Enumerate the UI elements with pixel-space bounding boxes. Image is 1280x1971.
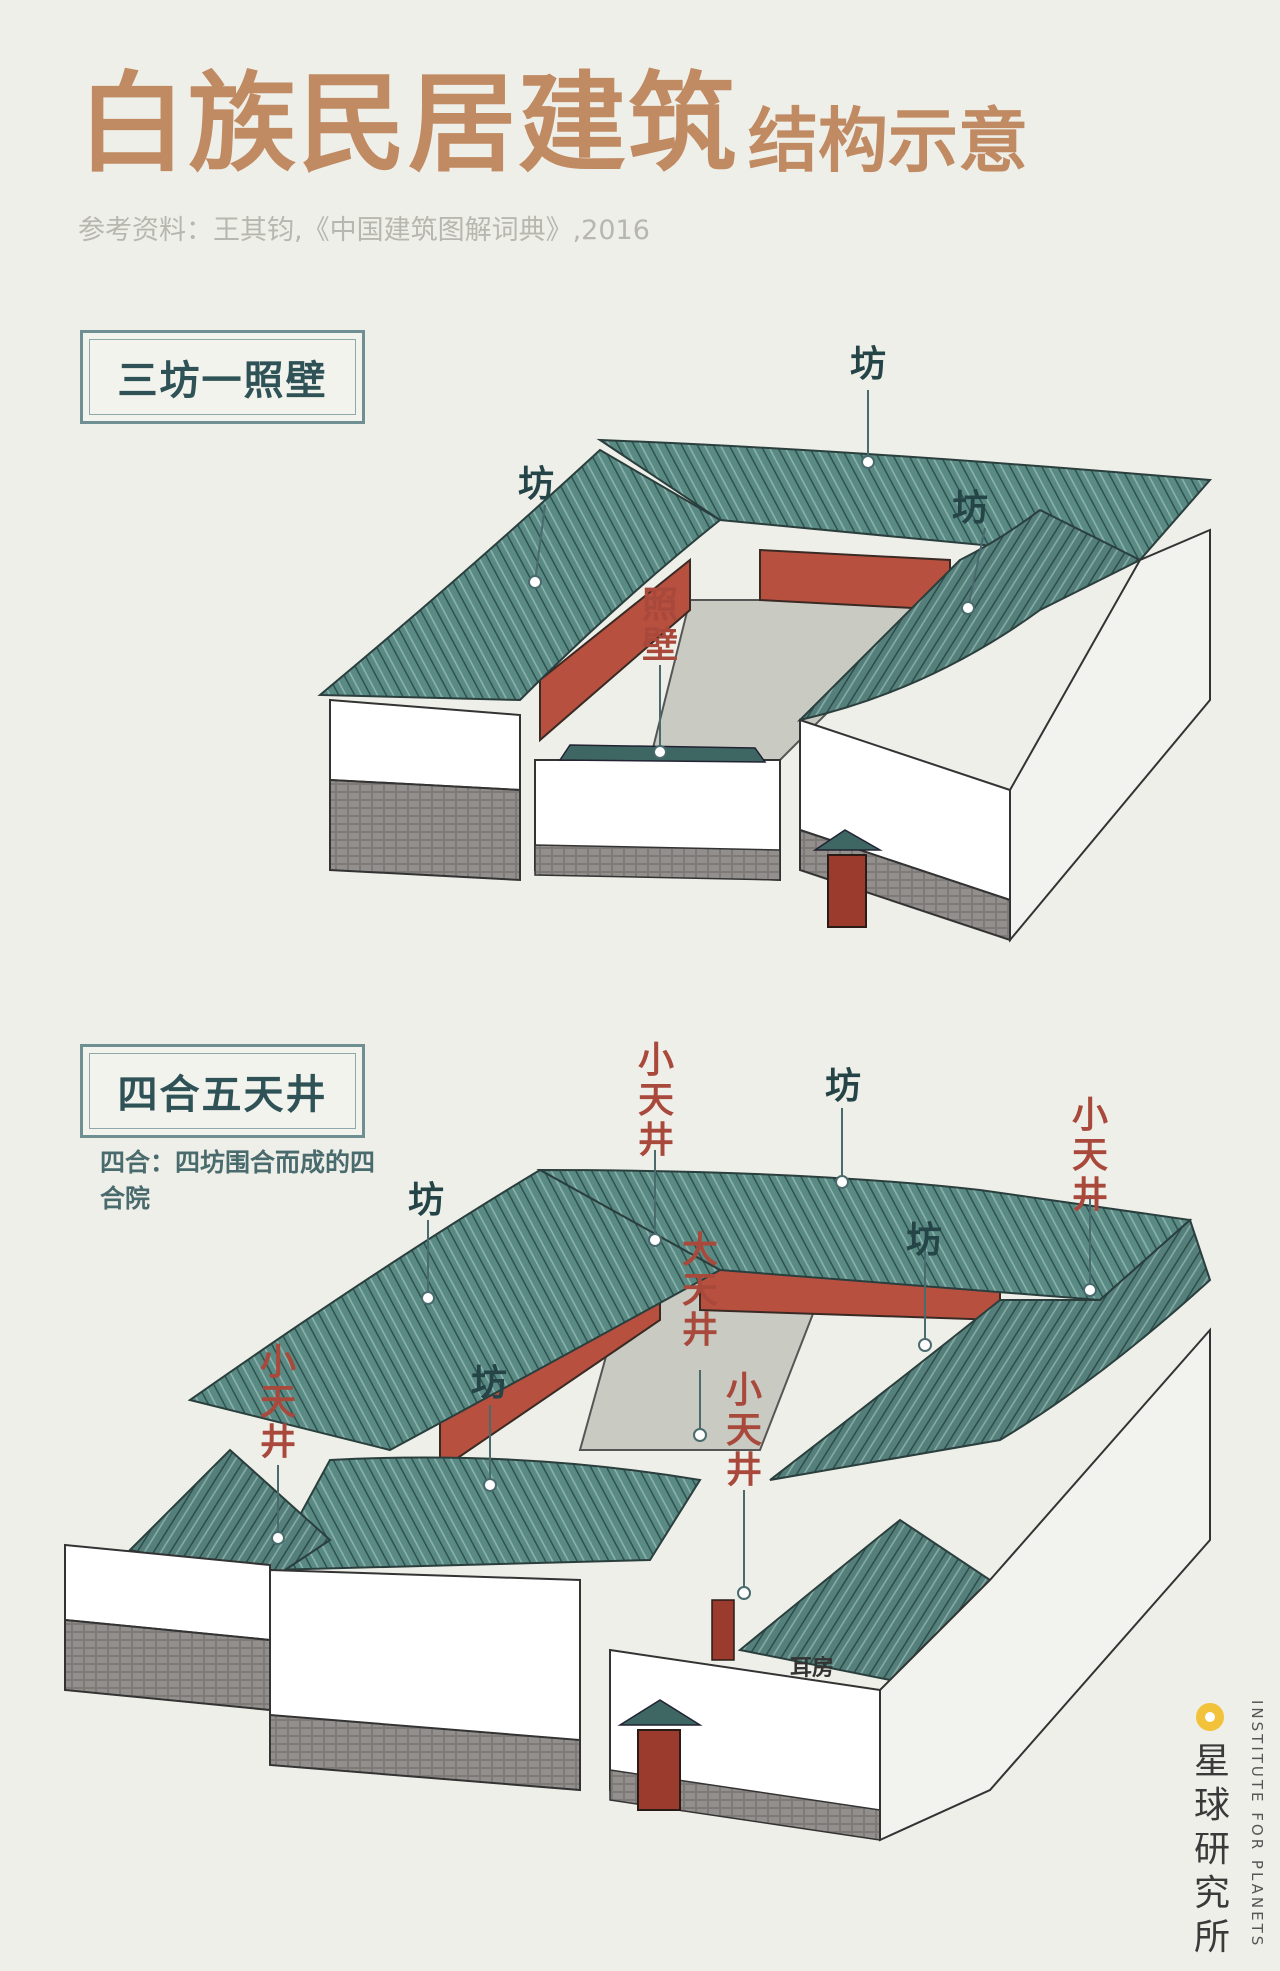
brand-name-en: INSTITUTE FOR PLANETS (1248, 1700, 1266, 1949)
label-xiaotianjing-top: 小天井 (637, 1039, 674, 1161)
label-xiaotianjing-mid: 小天井 (725, 1369, 762, 1491)
section-heading-sihe: 四合五天井 (80, 1044, 365, 1138)
brand-logo-icon (1196, 1703, 1224, 1731)
label-erfang: 耳房 (790, 1655, 835, 1681)
label-fang-right-2: 坊 (906, 1219, 943, 1261)
section-heading-sanfang: 三坊一照壁 (80, 330, 365, 424)
scene-sanfang-yizhaobi (317, 438, 1213, 943)
section-heading-sihe-text: 四合五天井 (117, 1071, 328, 1118)
label-xiaotianjing-right: 小天井 (1071, 1094, 1108, 1216)
label-fang-left-2: 坊 (408, 1179, 445, 1221)
brand-name-cn: 星球研究所 (1193, 1741, 1230, 1958)
label-zhaobi: 照壁 (641, 584, 678, 666)
label-fang-top-2: 坊 (825, 1065, 862, 1107)
label-fang-left-1: 坊 (518, 463, 555, 505)
label-fang-right-1: 坊 (952, 487, 989, 529)
page-title: 白族民居建筑 (78, 61, 739, 187)
page-subtitle: 结构示意 (748, 99, 1028, 182)
source-credit: 参考资料：王其钧,《中国建筑图解词典》,2016 (78, 215, 650, 246)
label-xiaotianjing-left: 小天井 (259, 1341, 296, 1463)
scene-sihe-wutianjing (64, 1168, 1212, 1842)
label-datianjing: 大天井 (681, 1229, 718, 1351)
label-fang-top-1: 坊 (850, 343, 887, 385)
section-heading-sanfang-text: 三坊一照壁 (117, 357, 328, 404)
label-fang-front: 坊 (471, 1362, 508, 1404)
sihe-definition-note: 四合：四坊围合而成的四合院 (100, 1148, 376, 1213)
